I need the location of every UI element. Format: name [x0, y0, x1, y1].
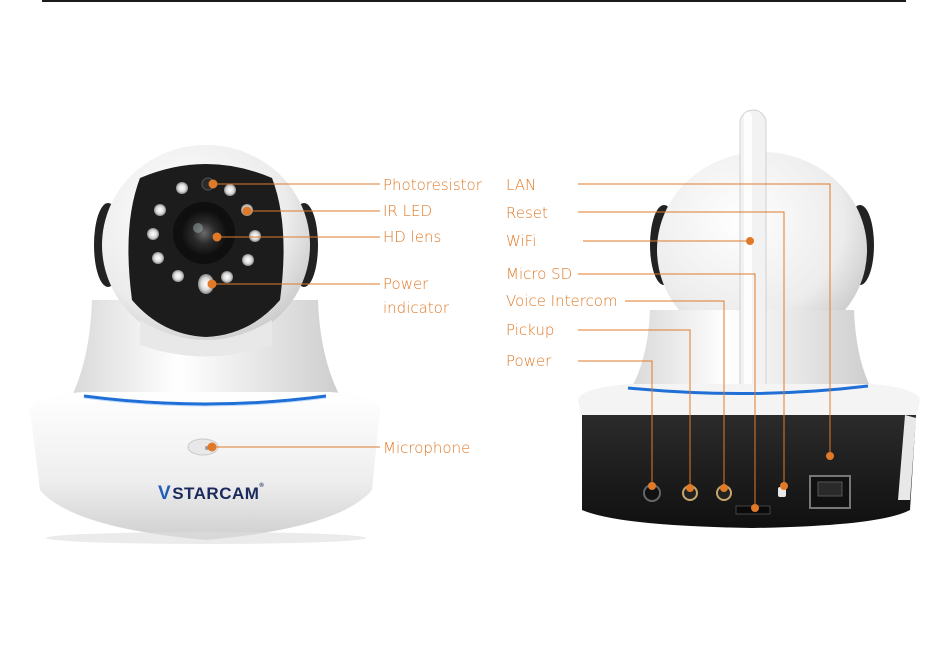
label-voice-intercom: Voice Intercom: [506, 292, 618, 310]
vstarcam-logo: VSTARCAM®: [158, 483, 264, 505]
logo-text: STARCAM: [172, 484, 260, 503]
front-callout-lines: [207, 179, 380, 452]
label-micro-sd: Micro SD: [506, 265, 573, 283]
back-camera: [578, 109, 920, 528]
label-hd-lens: HD lens: [383, 228, 442, 246]
top-divider: [42, 0, 906, 2]
label-ir-led: IR LED: [383, 202, 432, 220]
label-power-indicator-line2: indicator: [383, 299, 450, 317]
label-microphone: Microphone: [383, 439, 471, 457]
front-base: [30, 392, 380, 540]
logo-registered: ®: [259, 483, 265, 489]
back-callout-lines: [578, 183, 831, 508]
front-blue-ring: [83, 394, 327, 406]
label-wifi: WiFi: [506, 232, 537, 250]
label-lan: LAN: [506, 176, 537, 194]
label-pickup: Pickup: [506, 321, 555, 339]
label-power: Power: [506, 352, 552, 370]
front-camera: [30, 145, 380, 544]
label-power-indicator-line1: Power: [383, 275, 429, 293]
back-blue-ring: [627, 384, 869, 396]
label-reset: Reset: [506, 204, 548, 222]
lens: [182, 211, 226, 255]
logo-mark: V: [158, 483, 172, 504]
label-photoresistor: Photoresistor: [383, 176, 482, 194]
back-callout-dots: [648, 237, 834, 512]
power-indicator-led: [198, 274, 214, 294]
